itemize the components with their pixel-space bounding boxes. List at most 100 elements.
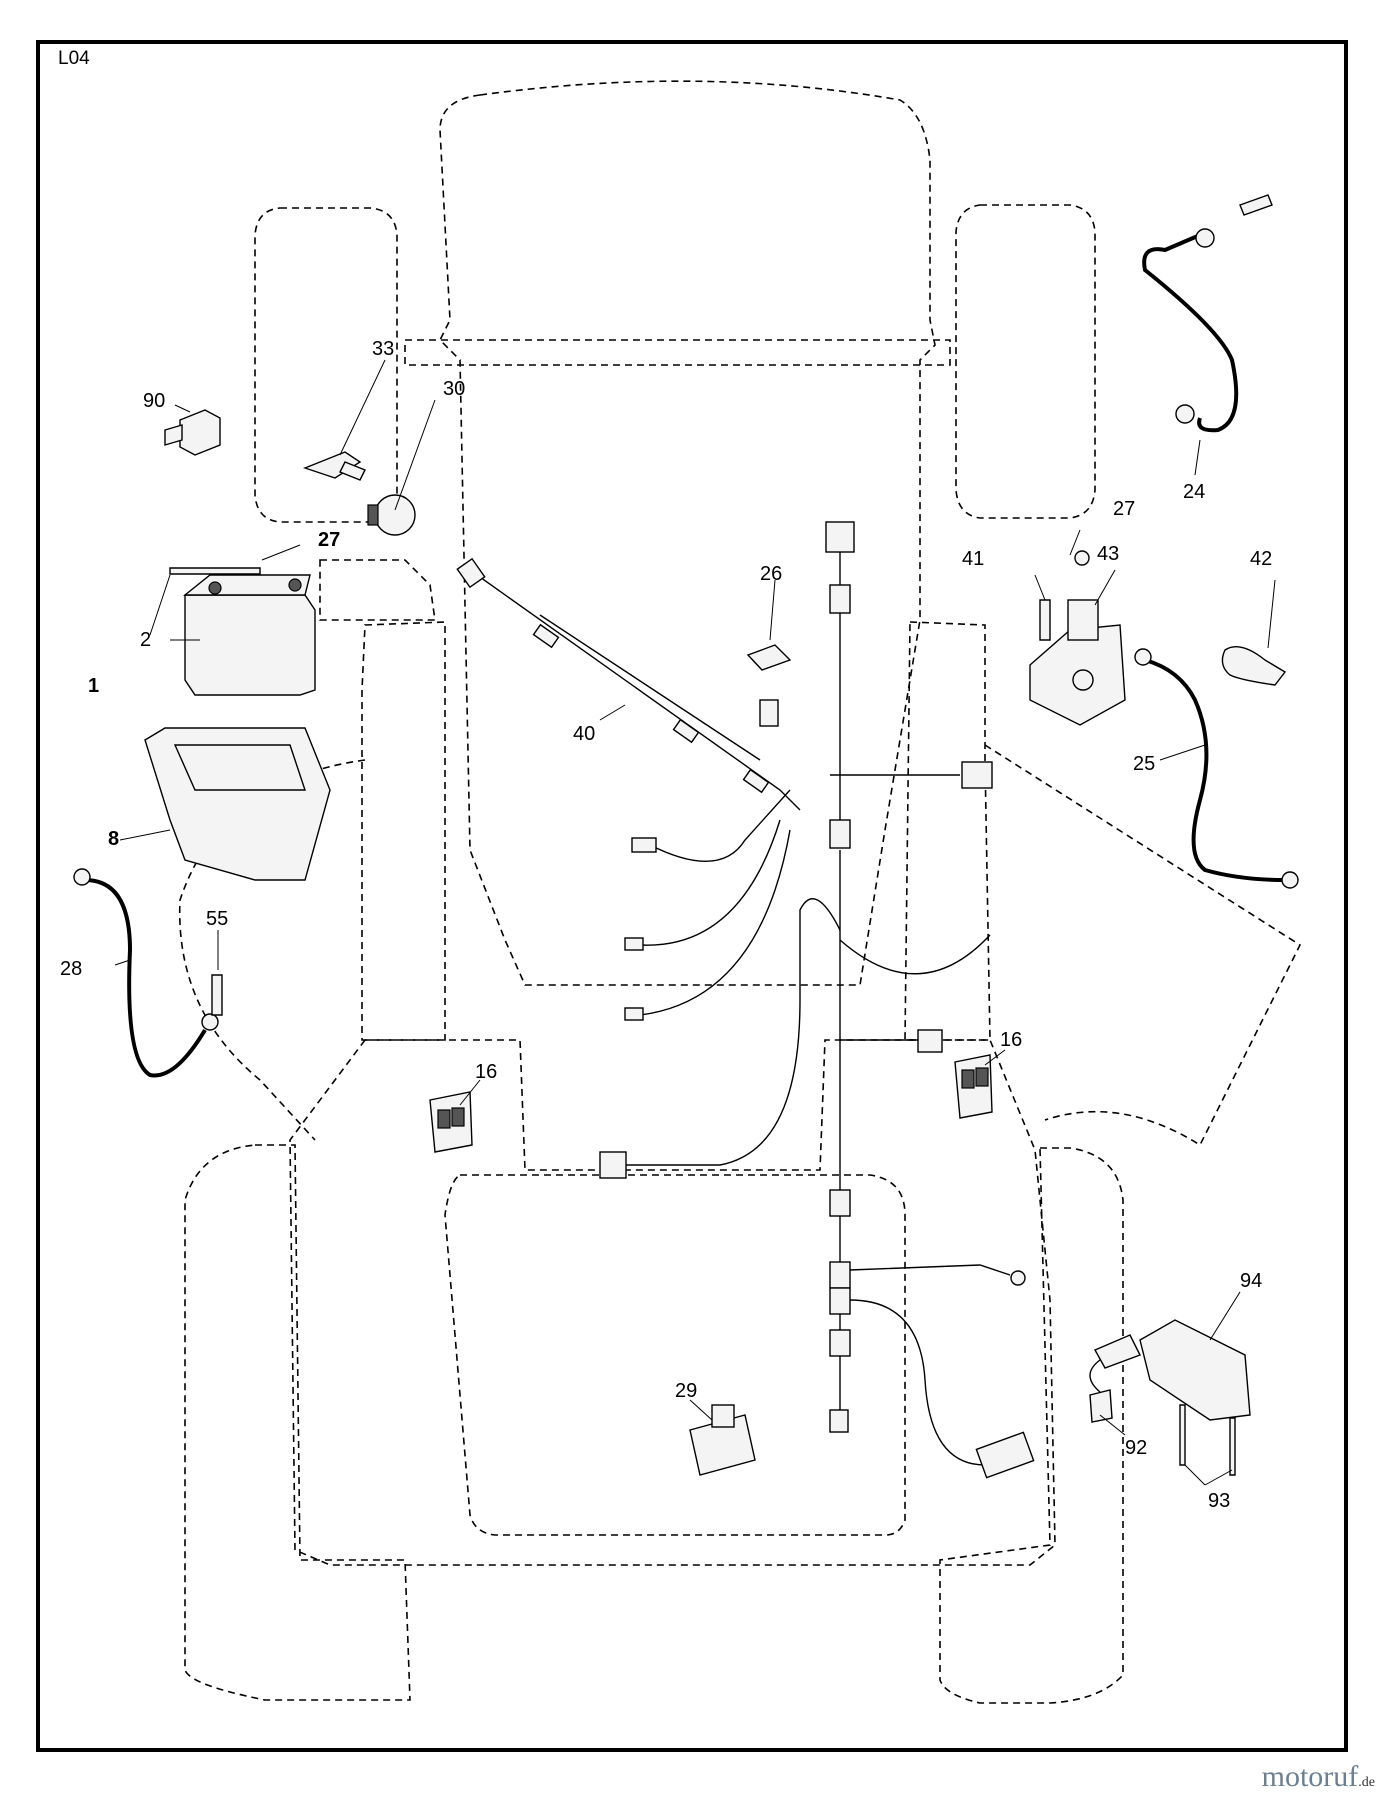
callout-26: 26 <box>760 563 782 585</box>
seat-area <box>444 1174 906 1536</box>
harness-branch-lead-3 <box>639 829 791 1016</box>
harness-branch-lead-5 <box>620 898 841 1166</box>
harness-lower-sleeve-3 <box>829 1287 851 1315</box>
battery-hold-down-bolt <box>169 567 261 575</box>
component-16-switch-right <box>954 1054 993 1119</box>
callout-33: 33 <box>372 338 394 360</box>
harness-top-connector <box>825 521 855 553</box>
left-fender <box>178 759 366 1141</box>
callout-43: 43 <box>1097 543 1119 565</box>
callout-16-left: 16 <box>475 1061 497 1083</box>
cable-24-ring-top <box>1195 228 1215 248</box>
right-fender <box>984 744 1302 1147</box>
battery-body <box>184 594 316 696</box>
site-watermark: motoruf.de <box>1262 1760 1375 1794</box>
component-16-switch-left <box>429 1091 473 1153</box>
harness-lower-sleeve-2 <box>829 1261 851 1289</box>
callout-40: 40 <box>573 723 595 745</box>
frame-left <box>361 621 446 1041</box>
harness-trunk-sleeve-2 <box>829 819 851 849</box>
harness-lower-sleeve-1 <box>829 1189 851 1217</box>
callout-29: 29 <box>675 1380 697 1402</box>
harness-right-connector <box>961 761 993 789</box>
callout-2: 2 <box>140 629 151 651</box>
callout-94: 94 <box>1240 1270 1262 1292</box>
diagram-frame <box>36 40 1348 1752</box>
cable-24-terminal <box>1239 194 1273 216</box>
battery-group <box>144 567 331 881</box>
harness-ground-ring <box>1010 1270 1026 1286</box>
harness-branch-lead-4 <box>839 934 991 975</box>
callout-27-battery: 27 <box>318 529 340 551</box>
harness-lower-right-connector <box>917 1029 943 1053</box>
callout-1: 1 <box>88 675 99 697</box>
battery-tray-inner <box>173 744 306 791</box>
harness-ground-lead <box>849 1264 1011 1276</box>
cable-25-ring-top <box>1134 648 1152 666</box>
callout-55: 55 <box>206 908 228 930</box>
component-94-module <box>1094 1319 1251 1421</box>
cable-24-ring-bottom <box>1175 404 1195 424</box>
component-33-key <box>302 451 366 481</box>
cable-28-ring-top <box>73 868 91 886</box>
harness-trunk-sleeve-1 <box>829 584 851 614</box>
leader-lines <box>114 359 1276 1486</box>
harness-sleeve-3 <box>742 768 770 794</box>
callout-27-solenoid: 27 <box>1113 498 1135 520</box>
component-30-ignition-switch <box>367 494 416 536</box>
component-26-fuse <box>746 644 792 671</box>
hood-outline <box>439 80 936 986</box>
dash-crossbar <box>404 339 951 366</box>
component-92-connector <box>1089 1359 1113 1423</box>
harness-end-terminal <box>829 1409 849 1433</box>
bolt-55 <box>211 974 223 1016</box>
cable-25-ring-bottom <box>1281 871 1299 889</box>
harness-lead-1-terminal <box>631 837 657 853</box>
callout-90: 90 <box>143 390 165 412</box>
harness-lead-3-terminal <box>624 1007 644 1021</box>
harness-lead-2-terminal <box>624 937 644 951</box>
cable-negative-28 <box>84 878 207 1078</box>
harness-connector-top-left <box>456 557 486 589</box>
callout-92: 92 <box>1125 1437 1147 1459</box>
callout-41: 41 <box>962 548 984 570</box>
rear-right-wheel <box>939 1147 1124 1704</box>
callout-24: 24 <box>1183 481 1205 503</box>
component-90 <box>164 409 221 456</box>
wiring-harness <box>456 521 1035 1479</box>
callout-42: 42 <box>1250 548 1272 570</box>
cable-28-ring-bottom <box>201 1013 219 1031</box>
battery-terminal-right <box>288 578 302 592</box>
harness-aux-connector <box>759 699 779 727</box>
watermark-name: motoruf <box>1261 1760 1359 1793</box>
harness-branch-lead-2 <box>639 819 781 946</box>
sheet-id: L04 <box>58 48 90 69</box>
callout-labels: 1 2 8 16 16 24 25 26 27 27 28 29 30 33 4… <box>60 338 1272 1512</box>
front-right-wheel <box>955 204 1096 519</box>
component-43-solenoid <box>1029 550 1126 726</box>
callout-25: 25 <box>1133 753 1155 775</box>
battery-terminal-left <box>208 581 222 595</box>
harness-sleeve-1 <box>532 623 560 649</box>
harness-sleeve-2 <box>672 718 700 744</box>
callout-28: 28 <box>60 958 82 980</box>
cable-24 <box>1142 233 1239 433</box>
component-42-boot <box>1221 646 1287 686</box>
harness-main-branch <box>469 569 801 811</box>
component-29-switch <box>689 1404 756 1476</box>
callout-30: 30 <box>443 378 465 400</box>
component-41-bolt <box>1039 599 1051 641</box>
callout-16-right: 16 <box>1000 1029 1022 1051</box>
harness-branch-lead-1 <box>649 789 791 863</box>
rear-left-wheel <box>184 1144 411 1701</box>
harness-rear-connector <box>975 1431 1035 1479</box>
callout-8: 8 <box>108 828 119 850</box>
battery-tray-outline <box>319 559 436 621</box>
harness-lower-sleeve-4 <box>829 1329 851 1357</box>
rear-body <box>289 1039 1056 1566</box>
cable-25 <box>1144 658 1286 882</box>
callout-93: 93 <box>1208 1490 1230 1512</box>
harness-branch-bundle <box>539 614 761 761</box>
harness-rear-lead <box>849 1299 986 1466</box>
